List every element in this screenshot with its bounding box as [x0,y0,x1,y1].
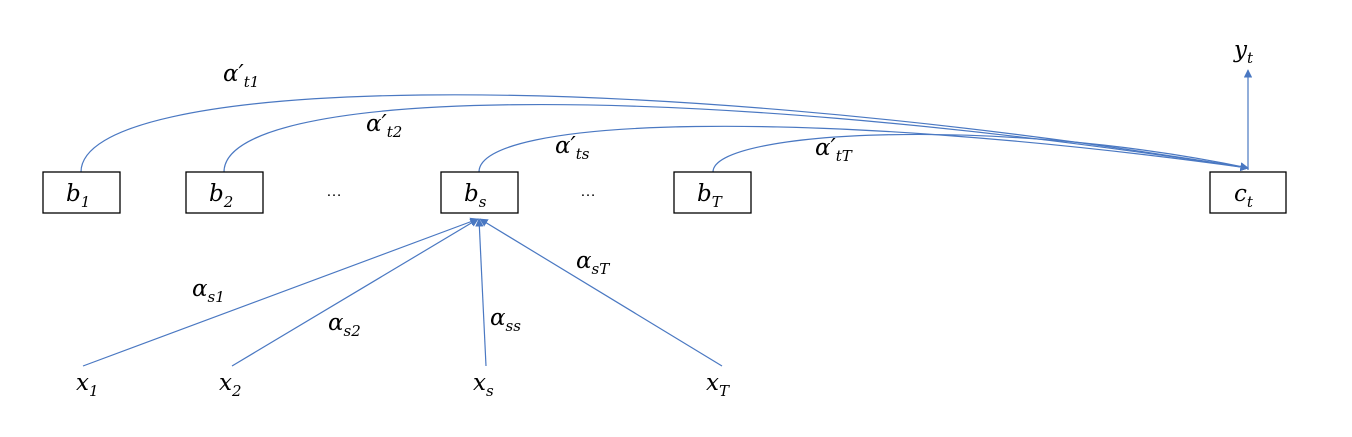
svg-text:ct: ct [1234,181,1254,211]
ellipsis-left: … [326,183,342,200]
svg-text:bs: bs [464,181,487,211]
edge-b1-ct [80,94,1249,173]
edge-x2-bs [231,218,479,367]
weight-label-t1: α′t1 [223,61,259,91]
weight-label-t2: α′t2 [366,111,402,141]
weight-label-sT: αsT [576,248,610,278]
node-b2: b2 [185,171,264,214]
weight-label-ts: α′ts [555,133,590,163]
weight-label-s1: αs1 [192,276,225,306]
edge-bT-ct [712,133,1249,173]
edge-xs-bs [475,218,487,367]
output-label-yt: yt [1233,37,1254,67]
weight-label-ss: αss [490,305,521,335]
input-label-x1: x1 [76,370,99,400]
edge-b2-ct [223,103,1249,173]
svg-text:bT: bT [697,181,723,211]
input-label-x2: x2 [219,370,242,400]
node-ct: ct [1209,171,1287,214]
node-b1: b1 [42,171,121,214]
input-label-xs: xs [473,370,494,400]
node-bT: bT [673,171,752,214]
node-bs: bs [440,171,519,214]
ellipsis-right: … [580,183,596,200]
weight-label-s2: αs2 [328,310,361,340]
input-label-xT: xT [706,370,730,400]
edge-xT-bs [479,218,723,367]
edge-x1-bs [82,217,479,367]
svg-text:b2: b2 [209,181,233,211]
weight-label-tT: α′tT [815,135,853,165]
edge-bs-ct [478,125,1249,173]
svg-text:b1: b1 [66,181,90,211]
